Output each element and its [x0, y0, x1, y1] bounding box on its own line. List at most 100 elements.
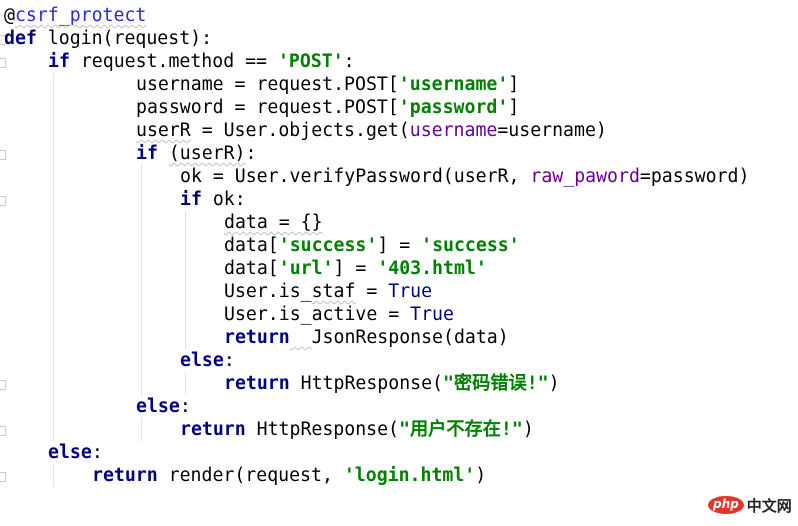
code-token: ] — [508, 74, 520, 95]
code-line[interactable]: data['success'] = 'success' — [224, 234, 520, 257]
code-line[interactable]: return render(request, 'login.html') — [92, 464, 486, 487]
code-token: data[ — [224, 235, 279, 256]
code-line[interactable]: else: — [180, 349, 235, 372]
code-token: ] = — [333, 258, 378, 279]
fold-toggle-icon[interactable] — [0, 35, 6, 45]
indent-guide — [185, 372, 186, 395]
code-line[interactable]: if (userR): — [136, 142, 256, 165]
code-token: True — [388, 281, 433, 302]
code-line[interactable]: ok = User.verifyPassword(userR, raw_pawo… — [180, 165, 749, 188]
code-token: else — [48, 442, 92, 463]
code-token: =password) — [639, 166, 750, 187]
fold-toggle-icon[interactable] — [0, 196, 6, 206]
code-line[interactable]: User.is_active = True — [224, 303, 454, 326]
code-token: ] = — [377, 235, 422, 256]
code-token: data = {} — [224, 212, 323, 233]
code-token: 'url' — [278, 258, 334, 279]
code-token: login(request): — [36, 28, 213, 49]
code-token: data[ — [224, 258, 279, 279]
php-logo-icon: php — [708, 496, 744, 514]
code-token: 'login.html' — [343, 465, 476, 486]
code-token: else — [136, 396, 180, 417]
code-token: ok = User.verifyPassword(userR, — [180, 166, 531, 187]
code-token: return — [92, 465, 158, 486]
code-line[interactable]: def login(request): — [4, 27, 212, 50]
code-token — [290, 327, 312, 348]
code-token: : — [179, 396, 191, 417]
fold-toggle-icon[interactable] — [0, 150, 6, 160]
code-token: render(request, — [157, 465, 344, 486]
code-token: : — [223, 350, 235, 371]
code-token: (userR) — [168, 143, 246, 164]
code-token: ) — [475, 465, 487, 486]
code-token: username — [409, 120, 498, 141]
indent-guide — [185, 211, 186, 349]
code-token — [158, 143, 169, 164]
code-line[interactable]: data['url'] = '403.html' — [224, 257, 487, 280]
code-line[interactable]: if ok: — [180, 188, 246, 211]
code-token: ] — [508, 97, 520, 118]
php-cn-watermark: php 中文网 — [708, 494, 792, 516]
code-token: return — [224, 327, 290, 348]
code-token: "用户不存在!" — [399, 419, 523, 440]
code-token: HttpResponse( — [289, 373, 444, 394]
code-token: True — [410, 304, 454, 325]
code-token: : — [91, 442, 103, 463]
code-token: 'POST' — [277, 51, 344, 72]
code-token: User.is_active = — [224, 304, 411, 325]
code-line[interactable]: return HttpResponse("用户不存在!") — [180, 418, 534, 441]
fold-toggle-icon[interactable] — [0, 472, 6, 482]
code-token: else — [180, 350, 224, 371]
code-token: return — [224, 373, 290, 394]
code-token: if — [180, 189, 202, 210]
code-token: return — [180, 419, 246, 440]
code-token: '403.html' — [377, 258, 487, 279]
code-line[interactable]: User.is_staf = True — [224, 280, 432, 303]
code-token: if — [48, 51, 70, 72]
code-token: JsonResponse(data) — [311, 327, 509, 348]
code-line[interactable]: return JsonResponse(data) — [224, 326, 509, 349]
code-line[interactable]: else: — [136, 395, 191, 418]
indent-guide — [53, 464, 54, 487]
code-token: 'username' — [398, 74, 509, 95]
code-line[interactable]: else: — [48, 441, 103, 464]
code-token: =username) — [497, 120, 607, 141]
code-token: username = request.POST[ — [136, 74, 399, 95]
indent-guide — [141, 165, 142, 395]
code-token: 'password' — [398, 97, 509, 118]
code-line[interactable]: username = request.POST['username'] — [136, 73, 519, 96]
code-token: staf — [311, 281, 356, 302]
code-line[interactable]: data = {} — [224, 211, 323, 234]
code-token: = — [355, 281, 389, 302]
code-token: : — [343, 51, 355, 72]
code-token: ) — [548, 373, 560, 394]
code-token: User.is_ — [224, 281, 312, 302]
code-token: if — [136, 143, 158, 164]
code-line[interactable]: if request.method == 'POST': — [48, 50, 355, 73]
code-token: ok: — [201, 189, 246, 210]
watermark-text: 中文网 — [746, 496, 792, 515]
code-line[interactable]: password = request.POST['password'] — [136, 96, 519, 119]
code-token: ) — [522, 419, 534, 440]
code-token: csrf_protect — [14, 5, 147, 26]
indent-guide — [141, 418, 142, 441]
code-token: password = request.POST[ — [136, 97, 399, 118]
code-token: = User.objects.get( — [190, 120, 410, 141]
fold-toggle-icon[interactable] — [0, 58, 6, 68]
code-token: "密码错误!" — [443, 373, 549, 394]
code-token: @ — [4, 5, 15, 26]
code-line[interactable]: return HttpResponse("密码错误!") — [224, 372, 560, 395]
code-token: HttpResponse( — [245, 419, 400, 440]
indent-guide — [53, 73, 54, 441]
code-token: userR — [136, 120, 191, 141]
code-token: request.method == — [69, 51, 278, 72]
code-token: def — [4, 28, 37, 49]
code-token: 'success' — [278, 235, 378, 256]
code-token: raw_paword — [530, 166, 640, 187]
fold-toggle-icon[interactable] — [0, 426, 6, 436]
fold-toggle-icon[interactable] — [0, 380, 6, 390]
code-line[interactable]: userR = User.objects.get(username=userna… — [136, 119, 607, 142]
code-token: : — [245, 143, 257, 164]
code-line[interactable]: @csrf_protect — [4, 4, 146, 27]
